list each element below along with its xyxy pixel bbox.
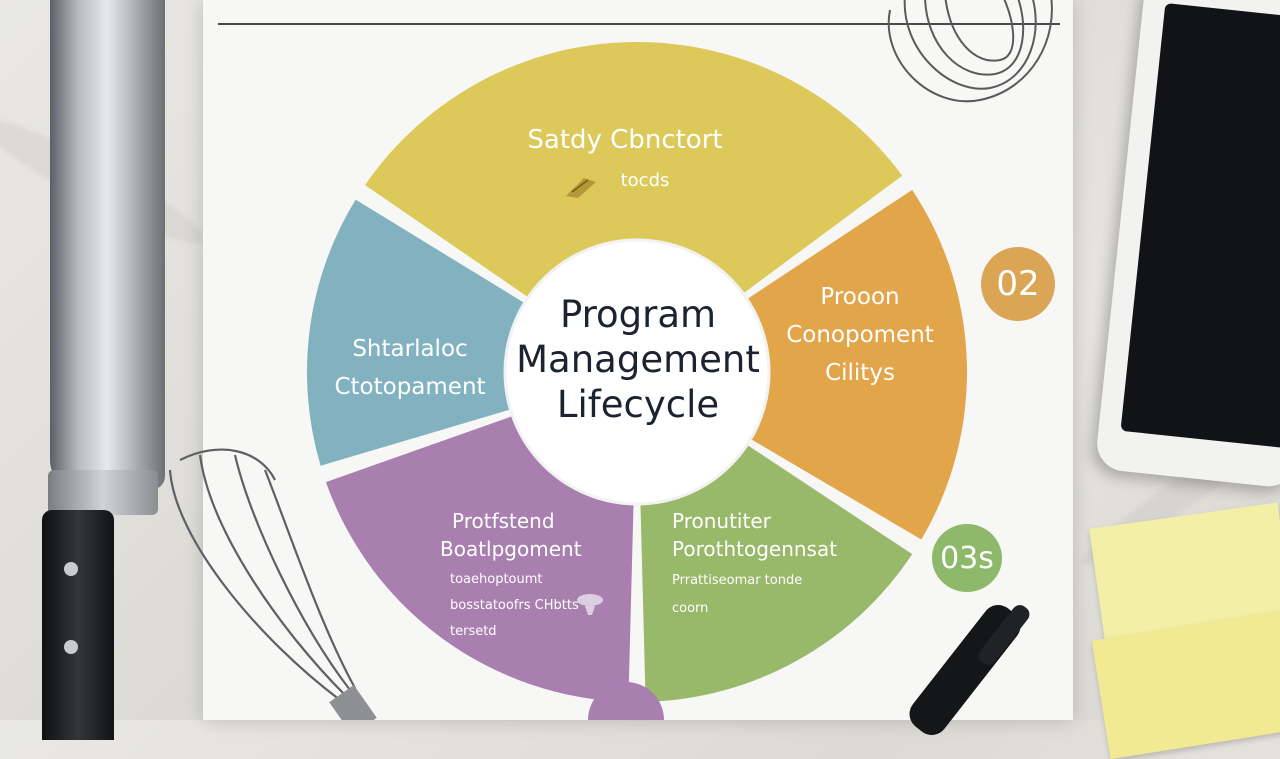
whisk-icon	[887, 0, 1053, 103]
rocket-icon	[577, 594, 603, 615]
step-badge-03: 03s	[932, 524, 1002, 592]
segment-right-label: Prooon Conopoment Cilitys	[760, 278, 960, 392]
segment-subtitle: tocds	[620, 170, 670, 192]
bottom-circle-fragment	[588, 682, 664, 720]
segment-bottom-left-label: Protfstend Boatlpgoment toaehoptoumt bos…	[440, 507, 620, 645]
lifecycle-wheel	[168, 0, 1053, 720]
segment-title: Cilitys	[825, 360, 895, 386]
knife-blade	[50, 0, 165, 490]
segment-title: Shtarlaloc	[352, 336, 468, 362]
wheel-segment-bottom-right	[640, 444, 913, 702]
document-icon	[566, 178, 596, 198]
wheel-segment-top	[365, 42, 903, 298]
segment-top-label: Satdy Cbnctort tocds	[470, 125, 780, 192]
segment-title: Pronutiter	[672, 509, 771, 533]
segment-subline: toaehoptoumt	[450, 572, 543, 587]
center-title-line: Program	[559, 293, 717, 336]
segment-title: Protfstend	[452, 509, 555, 533]
wheel-segment-left	[307, 199, 525, 466]
segment-subline: Prrattiseomar tonde	[672, 573, 803, 588]
wheel-segment-bottom-left	[325, 416, 634, 702]
segment-title: Conopoment	[786, 322, 934, 348]
wheel-segment-right	[747, 189, 967, 540]
wheel-center-title: Program Management Lifecycle	[503, 292, 773, 427]
segment-subline: tersetd	[450, 624, 497, 639]
segment-title: Porothtogennsat	[672, 537, 838, 561]
center-title-line: Lifecycle	[556, 383, 720, 426]
whisk-icon	[168, 448, 377, 720]
segment-left-label: Shtarlaloc Ctotopament	[325, 330, 495, 406]
wheel-center-circle	[503, 238, 771, 506]
center-title-line: Management	[516, 338, 760, 381]
segment-title: Prooon	[820, 284, 900, 310]
segment-title: Boatlpgoment	[440, 537, 582, 561]
segment-title: Satdy Cbnctort	[527, 125, 723, 155]
step-badge-02: 02	[981, 247, 1055, 321]
segment-subline: coorn	[672, 601, 709, 616]
segment-bottom-right-label: Pronutiter Porothtogennsat Prrattiseomar…	[672, 507, 872, 623]
segment-title: Ctotopament	[334, 374, 486, 400]
knife-bolster	[48, 470, 158, 515]
header-rule	[218, 23, 1060, 25]
knife-handle	[42, 510, 114, 740]
knife-rivet	[64, 562, 78, 576]
knife-rivet	[64, 640, 78, 654]
segment-subline: bosstatoofrs CHbtts	[450, 598, 579, 613]
